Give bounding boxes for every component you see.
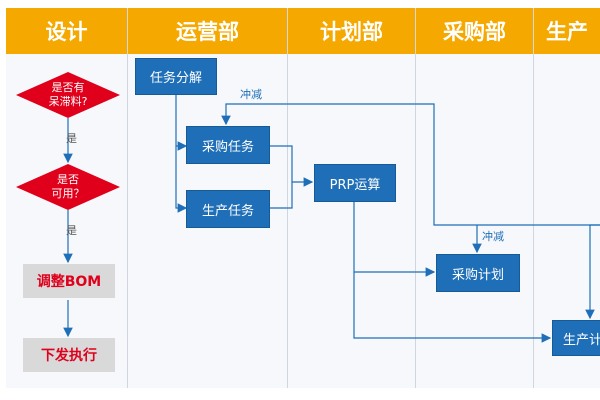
offset-label-purchasing: 冲减 xyxy=(482,230,504,243)
decision-diamond-2 xyxy=(16,164,120,210)
arrow-prp-to-production-plan xyxy=(353,272,552,343)
purchase-task-box: 采购任务 xyxy=(186,126,270,164)
production-plan-box: 生产计 xyxy=(552,320,600,356)
lane-planning-bg xyxy=(288,54,416,388)
arrow-production-to-prp xyxy=(270,182,293,209)
lane-header-planning: 计划部 xyxy=(288,8,416,54)
arrow-offset-to-purchase-task xyxy=(221,103,600,226)
arrow-purchase-to-prp xyxy=(270,145,314,187)
arrow-prp-to-purchase-plan xyxy=(353,202,436,277)
lane-purchasing-bg xyxy=(416,54,534,388)
decision-2-label: 是否可用？ xyxy=(51,173,85,200)
lane-header-production: 生产 xyxy=(534,8,600,54)
arrow-breakdown-to-purchase xyxy=(175,95,188,151)
adjust-bom-box: 调整BOM xyxy=(23,264,115,298)
lane-header-design: 设计 xyxy=(6,8,128,54)
lane-header-operations: 运营部 xyxy=(128,8,288,54)
arrow-breakdown-to-production xyxy=(175,146,188,213)
production-task-box: 生产任务 xyxy=(186,190,270,228)
purchase-plan-box: 采购计划 xyxy=(436,254,520,292)
prp-box: PRP运算 xyxy=(314,164,396,202)
decision-1-label: 是否有呆滞料? xyxy=(48,81,88,108)
issue-execute-box: 下发执行 xyxy=(23,338,115,372)
task-breakdown-box: 任务分解 xyxy=(135,58,217,95)
decision-diamond-1 xyxy=(16,72,120,118)
offset-label-operations: 冲减 xyxy=(240,88,262,101)
lane-header-purchasing: 采购部 xyxy=(416,8,534,54)
yes-label-2: 是 xyxy=(66,224,77,237)
yes-label-1: 是 xyxy=(66,132,77,145)
arrow-offset-to-production-plan xyxy=(585,224,600,320)
